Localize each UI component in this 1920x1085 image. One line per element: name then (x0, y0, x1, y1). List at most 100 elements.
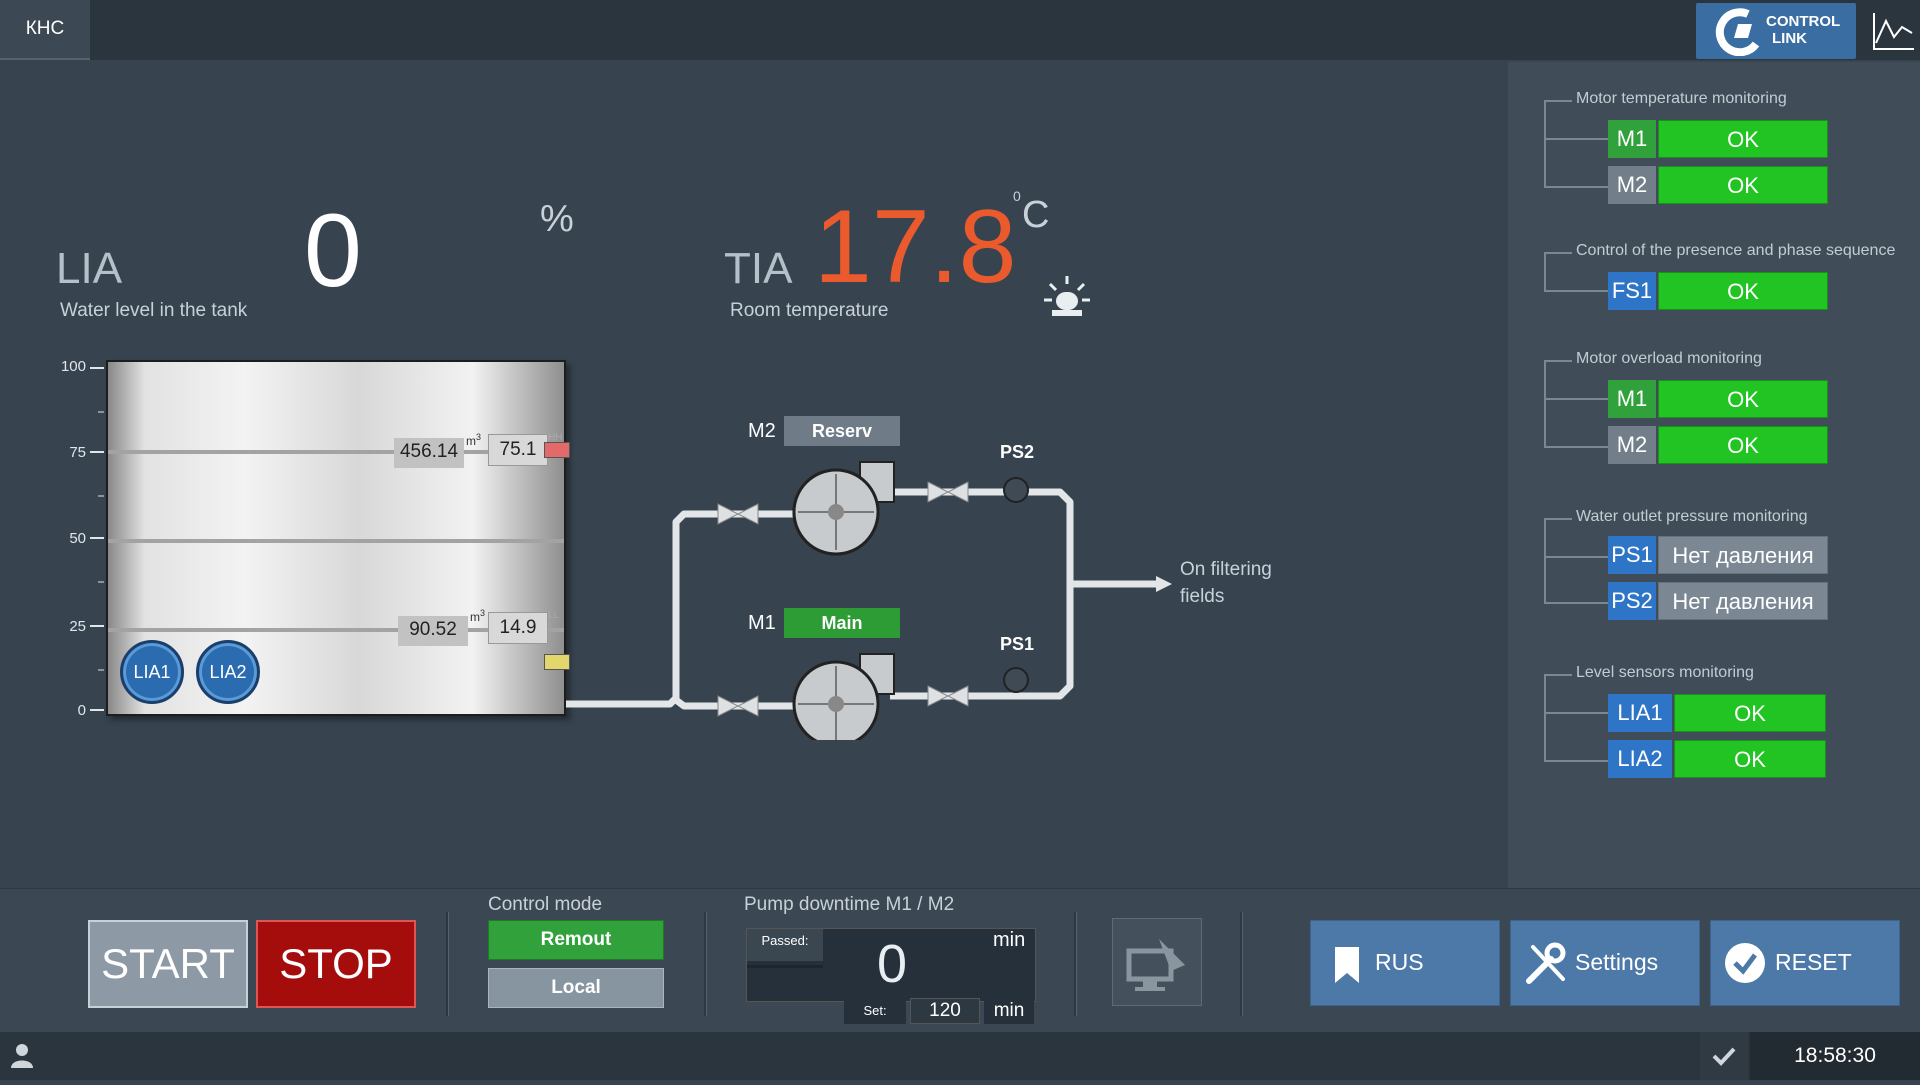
lia-tag: LIA (56, 244, 123, 293)
group-motor-temp-title: Motor temperature monitoring (1576, 90, 1787, 107)
bracket (1544, 398, 1608, 400)
group-overload-title: Motor overload monitoring (1576, 350, 1762, 367)
tia-value: 17.8 (814, 189, 1017, 305)
g4-tag-ps2: PS2 (1608, 582, 1656, 620)
pump-m1-tag: M1 (748, 612, 776, 634)
g5-status-lia1: OK (1674, 694, 1826, 732)
ps2-sensor[interactable] (1003, 477, 1029, 503)
bracket (1544, 360, 1546, 448)
downtime-display: Passed: 0 min (746, 928, 1036, 1002)
bracket (1544, 360, 1572, 362)
hh-indicator (544, 442, 570, 458)
pump-m2-tag: M2 (748, 420, 776, 442)
g3-status-m1: OK (1658, 380, 1828, 418)
g1-tag-m1: M1 (1608, 120, 1656, 158)
passed-label: Passed: (747, 929, 823, 961)
ll-level: 14.9 (488, 612, 548, 644)
bracket (1544, 290, 1608, 292)
reset-button[interactable]: RESET (1710, 920, 1900, 1006)
language-button[interactable]: RUS (1310, 920, 1500, 1006)
stop-button[interactable]: STOP (256, 920, 416, 1008)
trend-chart-button[interactable] (1864, 3, 1920, 59)
group-pressure-title: Water outlet pressure monitoring (1576, 508, 1808, 525)
line-chart-icon (1873, 13, 1914, 50)
piping-diagram (566, 461, 1172, 740)
g3-tag-m1: M1 (1608, 380, 1656, 418)
g4-status-ps2: Нет давления (1658, 582, 1828, 620)
bracket (1544, 518, 1546, 604)
status-bar (0, 1032, 1920, 1080)
bracket (1544, 252, 1572, 254)
g3-status-m2: OK (1658, 426, 1828, 464)
wrench-screwdriver-icon (1526, 942, 1566, 984)
check-circle-icon (1725, 943, 1765, 983)
user-icon[interactable] (8, 1042, 36, 1075)
clock: 18:58:30 (1750, 1032, 1920, 1080)
divider (446, 912, 449, 1016)
bracket (1544, 602, 1608, 604)
bracket (1544, 186, 1608, 188)
mode-remote-button[interactable]: Remout (488, 920, 664, 960)
tab-station[interactable]: КНС (0, 0, 90, 60)
set-value-input[interactable]: 120 (910, 998, 980, 1024)
outlet-label: On filtering fields (1180, 559, 1272, 607)
divider (704, 912, 707, 1016)
pump-m2-icon (792, 461, 895, 556)
ack-check-icon[interactable] (1700, 1032, 1748, 1080)
lia-value: 0 (304, 193, 362, 309)
lia2-sensor[interactable]: LIA2 (196, 640, 260, 704)
ps1-sensor[interactable] (1003, 667, 1029, 693)
axis-label-25: 25 (69, 618, 86, 635)
tia-unit-degree: 0 (1013, 188, 1021, 204)
alarm-beacon-icon (1044, 274, 1090, 325)
g1-status-m1: OK (1658, 120, 1828, 158)
g2-status-fs1: OK (1658, 272, 1828, 310)
reset-label: RESET (1775, 949, 1852, 975)
start-button[interactable]: START (88, 920, 248, 1008)
bracket (1544, 100, 1572, 102)
pump-m2-status[interactable]: Reserv (784, 416, 900, 446)
settings-button[interactable]: Settings (1510, 920, 1700, 1006)
lia-description: Water level in the tank (60, 300, 248, 321)
settings-label: Settings (1575, 949, 1659, 975)
set-label: Set: (844, 998, 906, 1024)
bookmark-icon (1335, 947, 1359, 983)
group-level-title: Level sensors monitoring (1576, 664, 1754, 681)
bracket (1544, 712, 1608, 714)
g1-status-m2: OK (1658, 166, 1828, 204)
bracket (1544, 518, 1572, 520)
tank-line-50 (108, 539, 564, 543)
pump-m1-status[interactable]: Main (784, 608, 900, 638)
g4-status-ps1: Нет давления (1658, 536, 1828, 574)
g4-tag-ps1: PS1 (1608, 536, 1656, 574)
tank-line-hh (108, 450, 564, 454)
control-link-logo: CONTROL LINK (1696, 3, 1856, 59)
g5-status-lia2: OK (1674, 740, 1826, 778)
divider (747, 965, 823, 968)
set-unit: min (984, 998, 1034, 1024)
g5-tag-lia2: LIA2 (1608, 740, 1672, 778)
mode-local-button[interactable]: Local (488, 968, 664, 1008)
remote-display-button[interactable] (1112, 918, 1202, 1006)
divider (1074, 912, 1077, 1016)
hh-volume-unit: m3 (466, 432, 482, 448)
monitor-antenna-icon (1126, 939, 1185, 991)
passed-unit: min (993, 929, 1026, 951)
top-bar (0, 0, 1920, 60)
logo-line1: CONTROL (1766, 13, 1841, 30)
bracket (1544, 100, 1546, 188)
bracket (1544, 446, 1608, 448)
bracket (1544, 674, 1572, 676)
hh-flag: HH (548, 432, 563, 443)
passed-value: 0 (877, 934, 908, 994)
ps2-label: PS2 (1000, 442, 1035, 462)
g5-tag-lia1: LIA1 (1608, 694, 1672, 732)
axis-label-0: 0 (77, 702, 86, 719)
tank-scale-ticks (90, 367, 104, 711)
downtime-title: Pump downtime M1 / M2 (744, 894, 955, 915)
lia1-sensor[interactable]: LIA1 (120, 640, 184, 704)
logo-line2: LINK (1772, 30, 1807, 47)
bracket (1544, 556, 1608, 558)
ll-volume-unit: m3 (470, 608, 486, 624)
tia-tag: TIA (724, 244, 793, 293)
